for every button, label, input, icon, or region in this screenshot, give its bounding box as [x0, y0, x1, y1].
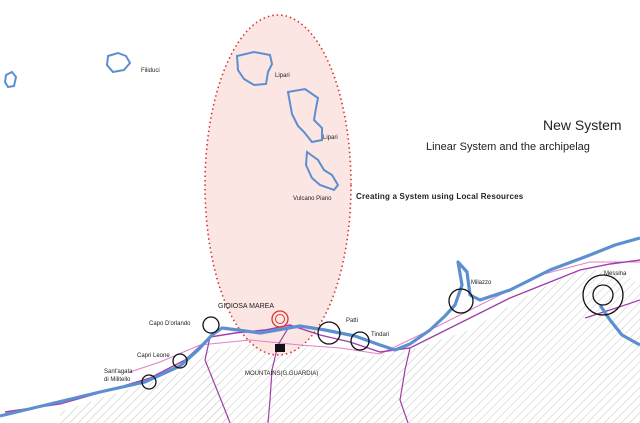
label-di-militello: di Militello: [104, 377, 131, 383]
island-outline: [286, 87, 323, 144]
island-outline: [3, 70, 18, 89]
island-outline: [105, 51, 132, 74]
marker-gioiosa-marea-inner: [275, 314, 285, 324]
route-branch: [267, 324, 291, 423]
label-mountains: MOUNTAINS(G.GUARDIA): [245, 371, 319, 377]
road-line: [129, 261, 640, 373]
label-gioiosa-marea: GIOIOSA MAREA: [218, 303, 275, 310]
marker-gioiosa-marea: [271, 310, 289, 328]
resource-zone: [204, 14, 352, 356]
island-outline: [304, 150, 340, 192]
subtitle: Linear System and the archipelag: [426, 141, 590, 153]
label-milazzo: Milazzo: [471, 280, 492, 286]
label-filiduci: Filiduci: [141, 68, 160, 74]
coastline-east: [598, 304, 640, 347]
marker-patti: [317, 321, 341, 345]
marker-tindari: [350, 331, 370, 351]
marker-capo-dorlando: [202, 316, 220, 334]
coastline: [0, 236, 640, 418]
island-outline: [235, 50, 274, 87]
label-lipari-2: Lipari: [323, 135, 338, 141]
route-branch: [204, 336, 231, 423]
mountain-marker: [275, 344, 285, 352]
marker-milazzo: [448, 288, 474, 314]
route-branch: [584, 299, 640, 319]
note: Creating a System using Local Resources: [356, 192, 524, 201]
label-patti: Patti: [346, 318, 359, 324]
mountain-terrain: [200, 270, 640, 423]
title: New System: [543, 117, 622, 133]
label-santagata: Sant'agata: [104, 369, 133, 375]
marker-messina-inner: [592, 284, 614, 306]
route-branch: [399, 347, 411, 423]
label-vulcano: Vulcano Piano: [293, 196, 332, 202]
label-capri-leone: Capri Leone: [137, 353, 170, 359]
label-tindari: Tindari: [371, 332, 390, 338]
mountain-terrain-west: [60, 355, 230, 423]
marker-capri-leone: [172, 353, 188, 369]
label-messina: Messina: [604, 271, 627, 277]
marker-santagata: [141, 374, 157, 390]
label-capo-dorlando: Capo D'orlando: [149, 321, 191, 327]
route-line: [4, 259, 640, 413]
label-lipari-1: Lipari: [275, 73, 290, 79]
marker-messina-outer: [582, 274, 624, 316]
